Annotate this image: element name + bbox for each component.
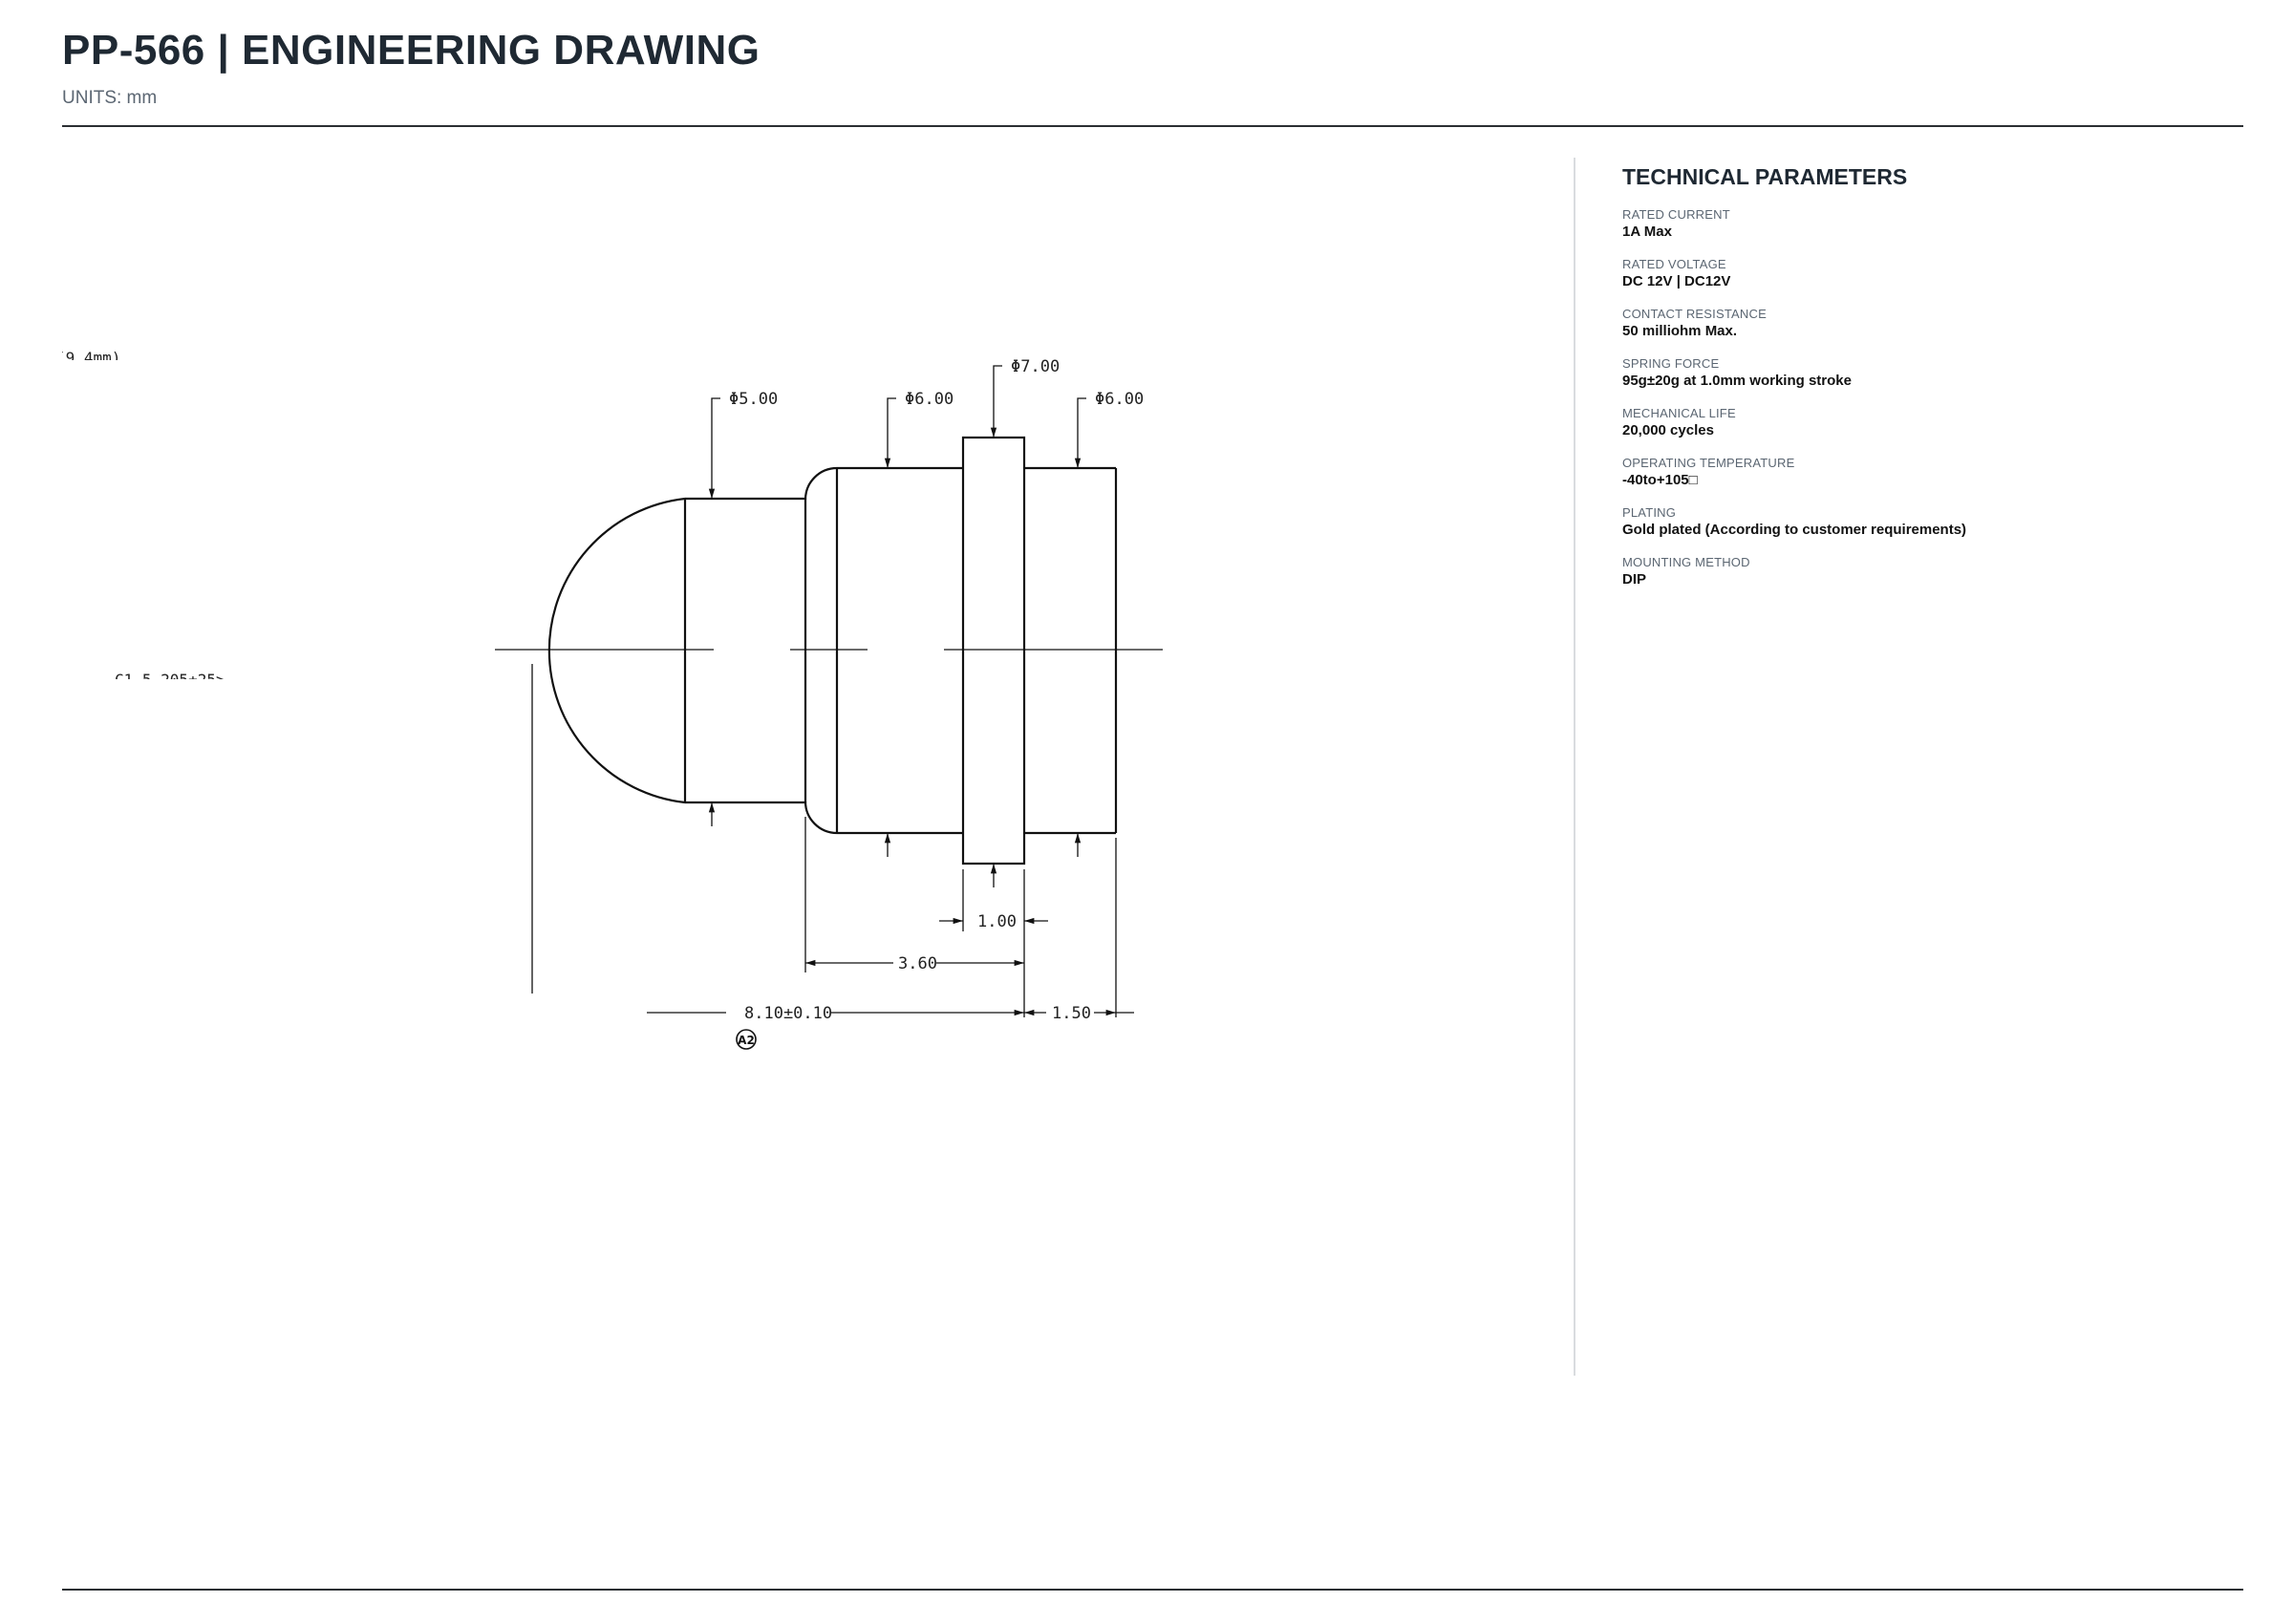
param-mechanical-life: MECHANICAL LIFE 20,000 cycles xyxy=(1622,406,2234,440)
param-operating-temperature: OPERATING TEMPERATURE -40to+105□ xyxy=(1622,456,2234,490)
params-title: TECHNICAL PARAMETERS xyxy=(1622,164,1908,189)
dim-total-length-label: 8.10±0.10 xyxy=(744,1004,832,1023)
header-divider xyxy=(62,125,2243,127)
units-label: UNITS: mm xyxy=(62,88,158,108)
param-value: 50 milliohm Max. xyxy=(1622,323,1738,339)
param-label: RATED VOLTAGE xyxy=(1622,257,1726,271)
leader-d7 xyxy=(990,365,1002,887)
param-value: DC 12V | DC12V xyxy=(1622,273,1731,289)
param-rated-voltage: RATED VOLTAGE DC 12V | DC12V xyxy=(1622,257,2234,291)
param-value: Gold plated (According to customer requi… xyxy=(1622,522,1967,538)
param-value: 1A Max xyxy=(1622,224,1672,240)
extension-lines xyxy=(531,664,1117,1017)
param-spring-force: SPRING FORCE 95g±20g at 1.0mm working st… xyxy=(1622,356,2234,391)
a2-marker-icon: A2 xyxy=(736,1029,757,1050)
partial-label-top: (9.4mm) xyxy=(62,349,120,367)
param-mounting-method: MOUNTING METHOD DIP xyxy=(1622,555,2234,589)
param-plating: PLATING Gold plated (According to custom… xyxy=(1622,505,2234,540)
param-label: SPRING FORCE xyxy=(1622,356,1720,371)
footer-divider xyxy=(62,1589,2243,1591)
param-label: MECHANICAL LIFE xyxy=(1622,406,1736,420)
param-value: 20,000 cycles xyxy=(1622,422,1714,438)
body-fillet-bottom xyxy=(804,801,838,835)
partial-label-mid: C1.5 205±25> xyxy=(115,671,225,689)
param-value: -40to+105□ xyxy=(1622,472,1698,488)
technical-parameters-panel: TECHNICAL PARAMETERS RATED CURRENT 1A Ma… xyxy=(1622,164,2234,605)
param-label: RATED CURRENT xyxy=(1622,207,1730,222)
param-label: CONTACT RESISTANCE xyxy=(1622,307,1767,321)
dim-tail-length-label: 1.50 xyxy=(1052,1004,1091,1023)
dim-d6-tail-label: Φ6.00 xyxy=(1095,390,1144,409)
panel-divider xyxy=(1574,158,1575,1376)
dim-flange-width-label: 1.00 xyxy=(977,912,1017,931)
dim-d6-body-label: Φ6.00 xyxy=(905,390,954,409)
param-value: 95g±20g at 1.0mm working stroke xyxy=(1622,373,1852,389)
leader-d6-tail xyxy=(1074,397,1086,857)
engineering-drawing: (9.4mm) C1.5 205±25> Φ xyxy=(62,158,1553,1376)
dim-d7-label: Φ7.00 xyxy=(1011,357,1060,376)
param-contact-resistance: CONTACT RESISTANCE 50 milliohm Max. xyxy=(1622,307,2234,341)
drawing-canvas: (9.4mm) C1.5 205±25> Φ xyxy=(62,349,1163,1050)
svg-text:A2: A2 xyxy=(738,1034,755,1047)
page-title: PP-566 | ENGINEERING DRAWING xyxy=(62,27,761,74)
leader-d5 xyxy=(708,397,720,826)
param-label: PLATING xyxy=(1622,505,1677,520)
dim-d5-label: Φ5.00 xyxy=(729,390,778,409)
param-value: DIP xyxy=(1622,571,1647,588)
leader-d6-body xyxy=(884,397,896,857)
param-rated-current: RATED CURRENT 1A Max xyxy=(1622,207,2234,242)
dome-head xyxy=(547,497,686,804)
param-label: MOUNTING METHOD xyxy=(1622,555,1750,569)
param-label: OPERATING TEMPERATURE xyxy=(1622,456,1795,470)
flange xyxy=(961,436,1026,865)
page-header: PP-566 | ENGINEERING DRAWING UNITS: mm xyxy=(62,27,760,109)
body-fillet-top xyxy=(804,466,838,501)
dim-body-length-label: 3.60 xyxy=(898,954,937,973)
